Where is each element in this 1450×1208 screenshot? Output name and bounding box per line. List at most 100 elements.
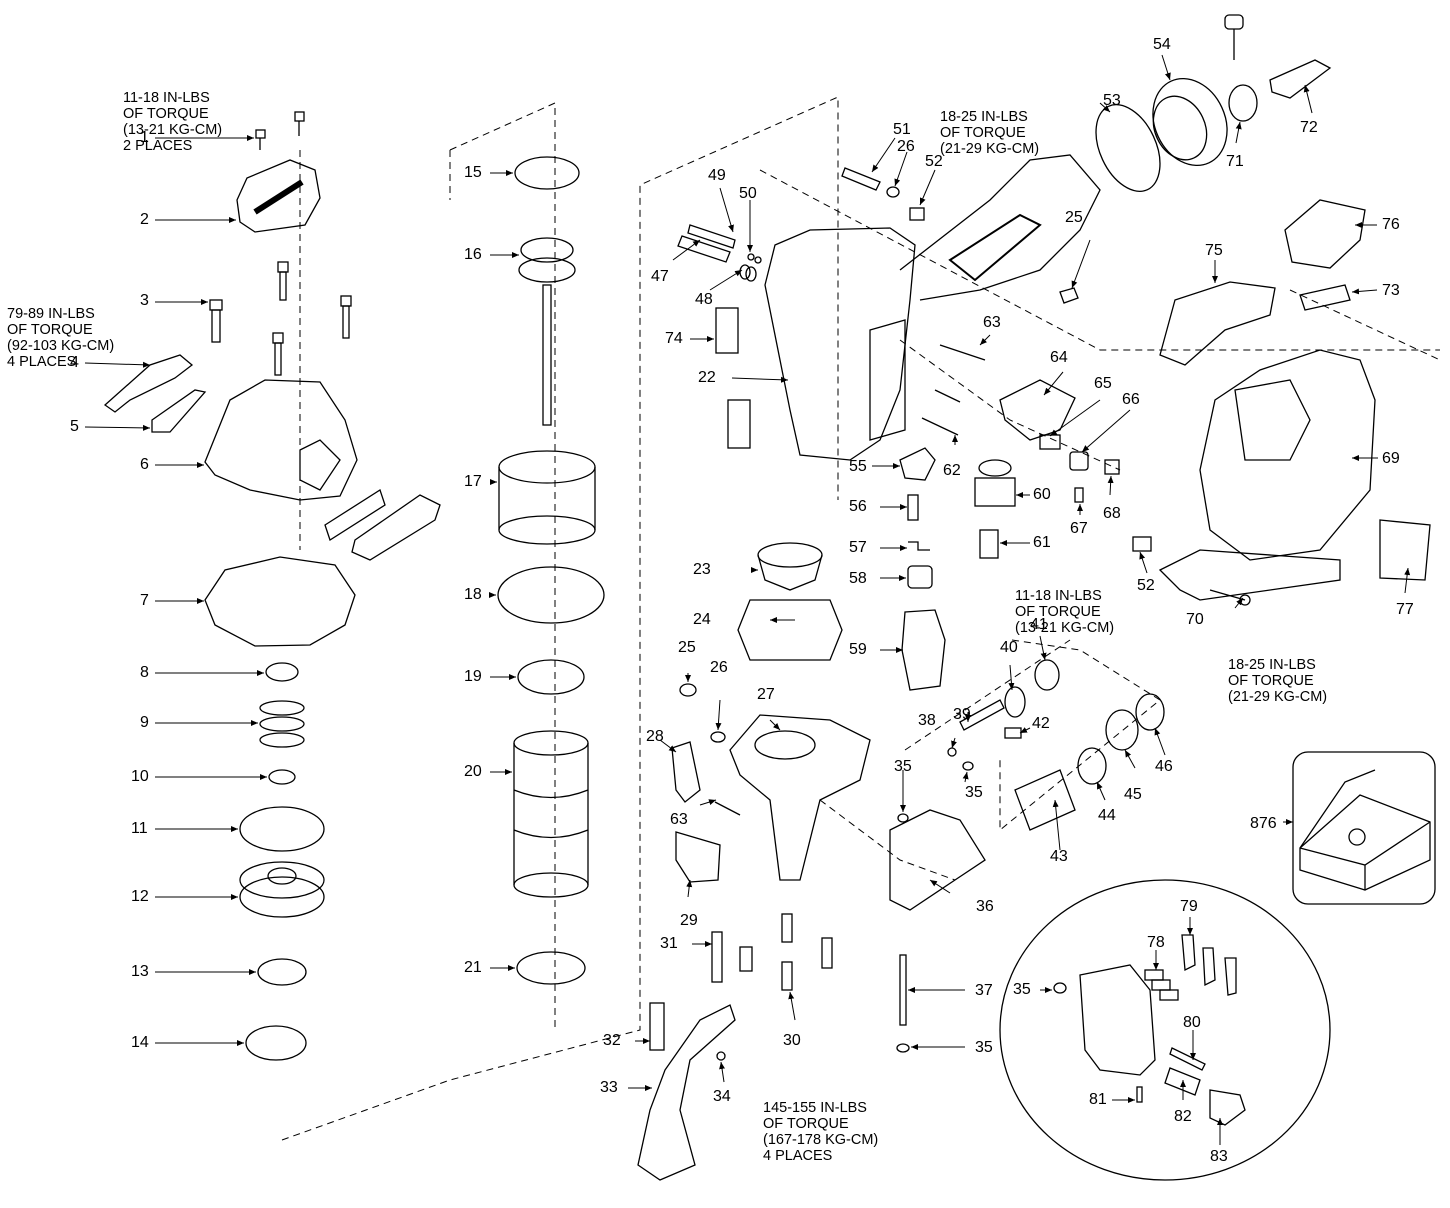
part-label-47[interactable]: 47: [651, 268, 669, 285]
part-label-2[interactable]: 2: [140, 211, 149, 228]
part-label-5[interactable]: 5: [70, 418, 79, 435]
part-label-54[interactable]: 54: [1153, 36, 1171, 53]
part-label-66[interactable]: 66: [1122, 391, 1140, 408]
part-label-25[interactable]: 25: [678, 639, 696, 656]
part-label-35[interactable]: 35: [975, 1039, 993, 1056]
part-label-79[interactable]: 79: [1180, 898, 1198, 915]
part-label-48[interactable]: 48: [695, 291, 713, 308]
part-label-11[interactable]: 11: [131, 820, 148, 837]
part-label-41[interactable]: 41: [1030, 616, 1048, 633]
piston-driver-16-icon: [518, 237, 576, 426]
part-label-18[interactable]: 18: [464, 586, 482, 603]
part-label-61[interactable]: 61: [1033, 534, 1051, 551]
part-label-71[interactable]: 71: [1226, 153, 1244, 170]
part-label-23[interactable]: 23: [693, 561, 711, 578]
part-label-39[interactable]: 39: [953, 706, 971, 723]
part-label-38[interactable]: 38: [918, 712, 936, 729]
part-label-59[interactable]: 59: [849, 641, 867, 658]
part-label-15[interactable]: 15: [464, 164, 482, 181]
washer-26-icon: [886, 186, 900, 198]
part-label-64[interactable]: 64: [1050, 349, 1068, 366]
part-label-56[interactable]: 56: [849, 498, 867, 515]
part-label-53[interactable]: 53: [1103, 92, 1121, 109]
part-label-72[interactable]: 72: [1300, 119, 1318, 136]
bumper-8-icon: [265, 662, 299, 682]
part-label-19[interactable]: 19: [464, 668, 482, 685]
part-label-68[interactable]: 68: [1103, 505, 1121, 522]
part-label-21[interactable]: 21: [464, 959, 482, 976]
part-label-57[interactable]: 57: [849, 539, 867, 556]
part-label-69[interactable]: 69: [1382, 450, 1400, 467]
part-label-49[interactable]: 49: [708, 167, 726, 184]
part-label-81[interactable]: 81: [1089, 1091, 1107, 1108]
part-label-45[interactable]: 45: [1124, 786, 1142, 803]
part-label-33[interactable]: 33: [600, 1079, 618, 1096]
part-label-1[interactable]: 1: [140, 129, 149, 146]
part-label-52[interactable]: 52: [1137, 577, 1155, 594]
part-label-6[interactable]: 6: [140, 456, 149, 473]
part-label-37[interactable]: 37: [975, 982, 993, 999]
part-label-27[interactable]: 27: [757, 686, 775, 703]
part-label-26[interactable]: 26: [710, 659, 728, 676]
label-77-icon: [1379, 519, 1431, 581]
part-label-44[interactable]: 44: [1098, 807, 1116, 824]
part-label-24[interactable]: 24: [693, 611, 711, 628]
end-cap-54-icon: [1152, 77, 1228, 167]
part-label-62[interactable]: 62: [943, 462, 961, 479]
part-label-58[interactable]: 58: [849, 570, 867, 587]
part-label-8[interactable]: 8: [140, 664, 149, 681]
part-label-73[interactable]: 73: [1382, 282, 1400, 299]
part-label-12[interactable]: 12: [131, 888, 149, 905]
part-label-74[interactable]: 74: [665, 330, 683, 347]
part-label-35[interactable]: 35: [894, 758, 912, 775]
part-label-34[interactable]: 34: [713, 1088, 731, 1105]
part-label-63[interactable]: 63: [983, 314, 1001, 331]
part-label-28[interactable]: 28: [646, 728, 664, 745]
part-label-76[interactable]: 76: [1382, 216, 1400, 233]
part-label-22[interactable]: 22: [698, 369, 716, 386]
cylinder-20-icon: [513, 730, 589, 898]
part-label-80[interactable]: 80: [1183, 1014, 1201, 1031]
part-label-40[interactable]: 40: [1000, 639, 1018, 656]
part-label-83[interactable]: 83: [1210, 1148, 1228, 1165]
part-label-876[interactable]: 876: [1250, 815, 1277, 832]
part-label-32[interactable]: 32: [603, 1032, 621, 1049]
part-label-60[interactable]: 60: [1033, 486, 1051, 503]
part-label-9[interactable]: 9: [140, 714, 149, 731]
part-label-42[interactable]: 42: [1032, 715, 1050, 732]
part-label-70[interactable]: 70: [1186, 611, 1204, 628]
part-label-52[interactable]: 52: [925, 153, 943, 170]
part-label-43[interactable]: 43: [1050, 848, 1068, 865]
part-label-35[interactable]: 35: [1013, 981, 1031, 998]
washer-35c-icon: [896, 1043, 910, 1053]
label-74-icon: [715, 307, 751, 449]
part-label-3[interactable]: 3: [140, 292, 149, 309]
part-label-17[interactable]: 17: [464, 473, 482, 490]
part-label-30[interactable]: 30: [783, 1032, 801, 1049]
part-label-16[interactable]: 16: [464, 246, 482, 263]
part-label-14[interactable]: 14: [131, 1034, 149, 1051]
part-label-26[interactable]: 26: [897, 138, 915, 155]
part-label-25[interactable]: 25: [1065, 209, 1083, 226]
part-label-7[interactable]: 7: [140, 592, 149, 609]
latch-83-icon: [1209, 1089, 1246, 1126]
part-label-82[interactable]: 82: [1174, 1108, 1192, 1125]
part-label-78[interactable]: 78: [1147, 934, 1165, 951]
part-label-10[interactable]: 10: [131, 768, 149, 785]
part-label-46[interactable]: 46: [1155, 758, 1173, 775]
part-label-31[interactable]: 31: [660, 935, 678, 952]
part-label-29[interactable]: 29: [680, 912, 698, 929]
part-label-63[interactable]: 63: [670, 811, 688, 828]
part-label-51[interactable]: 51: [893, 121, 911, 138]
part-label-13[interactable]: 13: [131, 963, 149, 980]
part-label-65[interactable]: 65: [1094, 375, 1112, 392]
part-label-75[interactable]: 75: [1205, 242, 1223, 259]
part-label-67[interactable]: 67: [1070, 520, 1088, 537]
part-label-35[interactable]: 35: [965, 784, 983, 801]
part-label-55[interactable]: 55: [849, 458, 867, 475]
part-label-50[interactable]: 50: [739, 185, 757, 202]
part-label-77[interactable]: 77: [1396, 601, 1414, 618]
part-label-36[interactable]: 36: [976, 898, 994, 915]
part-label-20[interactable]: 20: [464, 763, 482, 780]
part-label-4[interactable]: 4: [70, 354, 79, 371]
